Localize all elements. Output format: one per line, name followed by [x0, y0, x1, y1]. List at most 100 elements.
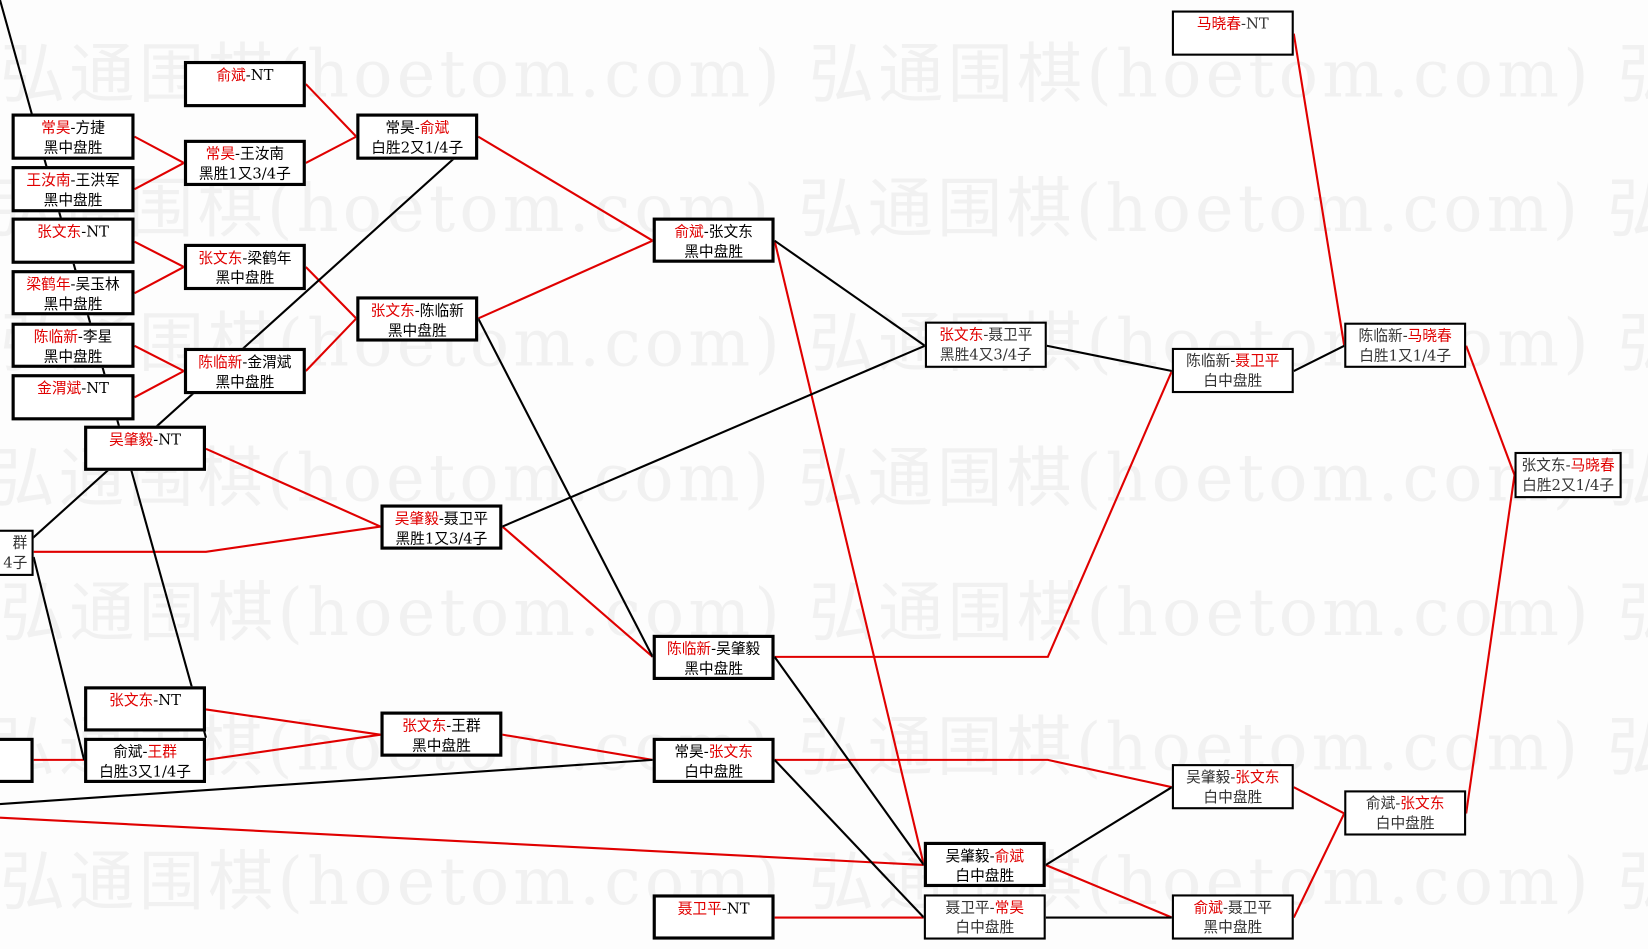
match-result: 白中盘胜: [1375, 815, 1435, 833]
player-1: 梁鹤年: [26, 276, 71, 294]
player-1: 常昊: [674, 744, 704, 761]
player-2: NT: [1246, 15, 1269, 33]
match-box: 俞斌-聂卫平黑中盘胜: [1171, 894, 1294, 940]
winner-connector-line: [134, 266, 185, 295]
loser-connector-line: [1045, 786, 1173, 866]
match-players: 群: [0, 534, 28, 554]
match-result: 白中盘胜: [1203, 789, 1263, 807]
separator: -: [142, 744, 148, 761]
match-box: 金渭斌-NT: [11, 374, 135, 421]
match-box: 聂卫平-常昊白中盘胜: [923, 894, 1046, 940]
match-players: 张文东-NT: [15, 223, 132, 243]
match-result: 黑中盘胜: [684, 243, 744, 261]
match-players: 张文东-聂卫平: [927, 326, 1045, 346]
match-box: 张文东-NT: [84, 686, 206, 732]
winner-connector-line: [305, 266, 358, 320]
winner-connector-line: [1045, 864, 1173, 919]
player-1: 陈临新: [666, 641, 712, 658]
match-result: 黑中盘胜: [1203, 919, 1263, 937]
player-2: 马晓春: [1570, 457, 1615, 475]
player-1: 张文东: [37, 223, 82, 241]
winner-connector-line: [134, 135, 185, 164]
player-1: 吴肇毅: [945, 848, 990, 865]
player-1: 张文东: [1521, 457, 1566, 475]
winner-connector-line: [205, 447, 381, 528]
winner-connector-line: [134, 240, 185, 268]
match-players: 俞斌-张文东: [1346, 795, 1464, 815]
match-players: 梁鹤年-吴玉林: [15, 275, 132, 295]
match-players: 吴肇毅-聂卫平: [384, 510, 500, 530]
match-players: 王汝南-王洪军: [15, 171, 132, 191]
player-2: 张文东: [1400, 795, 1445, 813]
player-2: 张文东: [708, 744, 753, 761]
match-players: 陈临新-聂卫平: [1174, 352, 1292, 372]
match-players: 吴肇毅-俞斌: [927, 847, 1043, 867]
player-2: 王群: [147, 744, 177, 761]
separator: -: [703, 744, 709, 761]
winner-connector-line: [205, 733, 381, 761]
loser-connector-line: [1293, 344, 1345, 372]
match-box: 陈临新-吴肇毅黑中盘胜: [652, 634, 775, 680]
separator: -: [70, 172, 76, 190]
separator: -: [989, 899, 995, 917]
match-result: 白中盘胜: [684, 764, 744, 781]
match-result: 白中盘胜: [955, 868, 1015, 885]
match-box: [0, 737, 34, 783]
match-box: 马晓春-NT: [1171, 10, 1294, 56]
player-2: 吴玉林: [75, 276, 120, 294]
player-1: 常昊: [205, 146, 236, 163]
player-2: NT: [726, 900, 750, 918]
loser-connector-line: [477, 317, 654, 658]
separator: -: [1241, 15, 1247, 33]
player-1: 陈临新: [1358, 327, 1403, 345]
player-1: 常昊: [41, 119, 71, 137]
match-result: 白胜3又1/4子: [99, 764, 191, 781]
match-result: 黑中盘胜: [215, 374, 275, 391]
match-players: 陈临新-吴肇毅: [656, 640, 772, 660]
separator: -: [414, 302, 420, 320]
match-players: 张文东-NT: [87, 692, 203, 712]
player-1: 张文东: [402, 717, 447, 735]
match-players: 俞斌-王群: [87, 743, 203, 763]
winner-connector-line: [477, 239, 654, 320]
winner-connector-line: [1293, 786, 1345, 815]
separator: -: [245, 67, 251, 85]
match-players: 张文东-马晓春: [1517, 456, 1620, 476]
match-box: 张文东-王群黑中盘胜: [380, 711, 503, 757]
winner-connector-line: [1465, 345, 1516, 476]
match-box: 陈临新-金渭斌黑中盘胜: [183, 347, 306, 395]
match-box: 俞斌-张文东白中盘胜: [1344, 790, 1467, 836]
match-box: 吴肇毅-聂卫平黑胜1又3/4子: [380, 504, 503, 550]
player-1: 常昊: [385, 119, 415, 137]
match-result: 黑中盘胜: [684, 661, 744, 678]
winner-connector-line: [773, 240, 925, 866]
loser-connector-line: [0, 758, 653, 806]
player-2: 张文东: [708, 223, 753, 241]
separator: -: [989, 848, 995, 865]
winner-connector-line: [134, 344, 185, 372]
player-2: 王洪军: [75, 172, 120, 190]
match-result: 黑中盘胜: [411, 737, 471, 755]
winner-connector-line: [305, 317, 358, 372]
player-2: 方捷: [75, 119, 105, 137]
player-1: 吴肇毅: [394, 510, 439, 528]
winner-connector-line: [33, 525, 381, 553]
player-1: 聂卫平: [677, 900, 722, 918]
player-2: 聂卫平: [1235, 353, 1280, 370]
winner-connector-line: [205, 708, 381, 736]
match-box: 常昊-方捷黑中盘胜: [11, 113, 135, 160]
player-2: NT: [158, 431, 181, 449]
match-box: 陈临新-马晓春白胜1又1/4子: [1344, 322, 1467, 368]
match-result: 黑中盘胜: [43, 296, 103, 314]
match-box: 吴肇毅-俞斌白中盘胜: [923, 841, 1046, 888]
player-2: 常昊: [994, 899, 1025, 917]
winner-connector-line: [1292, 813, 1346, 918]
winner-connector-line: [774, 758, 1173, 789]
winner-connector-line: [501, 525, 654, 658]
winner-connector-line: [134, 370, 185, 399]
player-2: 李星: [82, 328, 113, 346]
player-2: 王汝南: [240, 146, 285, 163]
match-box: 俞斌-NT: [183, 60, 306, 108]
player-2: 陈临新: [419, 302, 464, 320]
match-result: 黑中盘胜: [43, 139, 103, 157]
